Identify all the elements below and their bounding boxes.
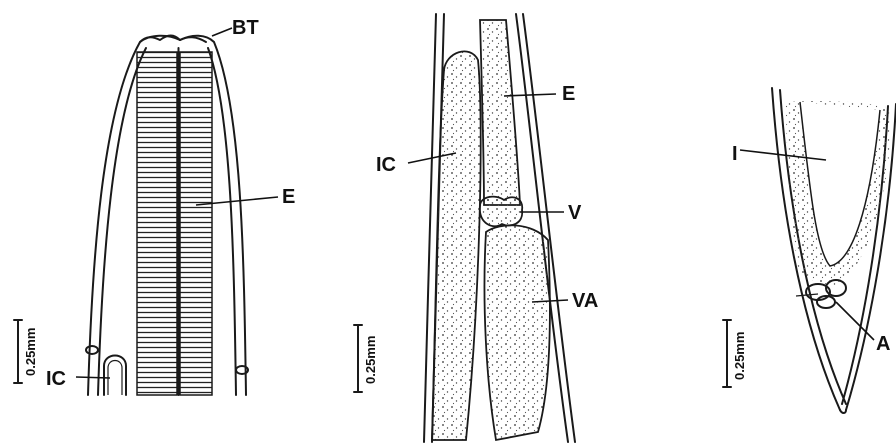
label-ic-text: IC bbox=[376, 154, 396, 176]
label-e-text: E bbox=[562, 83, 575, 105]
scale-bar: 0.25mm bbox=[723, 320, 747, 387]
label-ic-text: IC bbox=[46, 368, 66, 390]
esophagus-striated-right bbox=[180, 52, 212, 395]
ventricular-appendage bbox=[484, 225, 549, 440]
label-va-text: VA bbox=[572, 290, 598, 312]
scale-bar-label: 0.25mm bbox=[732, 332, 747, 380]
scale-bar-label: 0.25mm bbox=[363, 336, 378, 384]
esophagus-striated-left bbox=[137, 52, 177, 395]
esophagus bbox=[480, 20, 520, 205]
label-a-text: A bbox=[876, 333, 890, 355]
panel-posterior-end: 0.25mm I A bbox=[723, 88, 896, 413]
label-v-text: V bbox=[568, 202, 582, 224]
label-i-text: I bbox=[732, 143, 738, 165]
scale-bar-label: 0.25mm bbox=[23, 328, 38, 376]
scale-bar: 0.25mm bbox=[354, 325, 378, 392]
label-ic: IC bbox=[46, 368, 110, 390]
label-e-text: E bbox=[282, 186, 295, 208]
panel-anterior-end: 0.25mm BT E IC bbox=[14, 17, 295, 395]
scale-bar: 0.25mm bbox=[14, 320, 38, 383]
panel-esophago-intestinal-region: 0.25mm E IC V VA bbox=[354, 14, 598, 442]
label-e: E bbox=[504, 83, 575, 105]
label-bt-text: BT bbox=[232, 17, 259, 39]
intestinal-cell bbox=[104, 356, 126, 396]
esophago-intestinal-valve bbox=[480, 197, 522, 227]
intestinal-cell bbox=[432, 51, 481, 440]
label-bt: BT bbox=[212, 17, 259, 39]
label-v: V bbox=[520, 202, 582, 224]
